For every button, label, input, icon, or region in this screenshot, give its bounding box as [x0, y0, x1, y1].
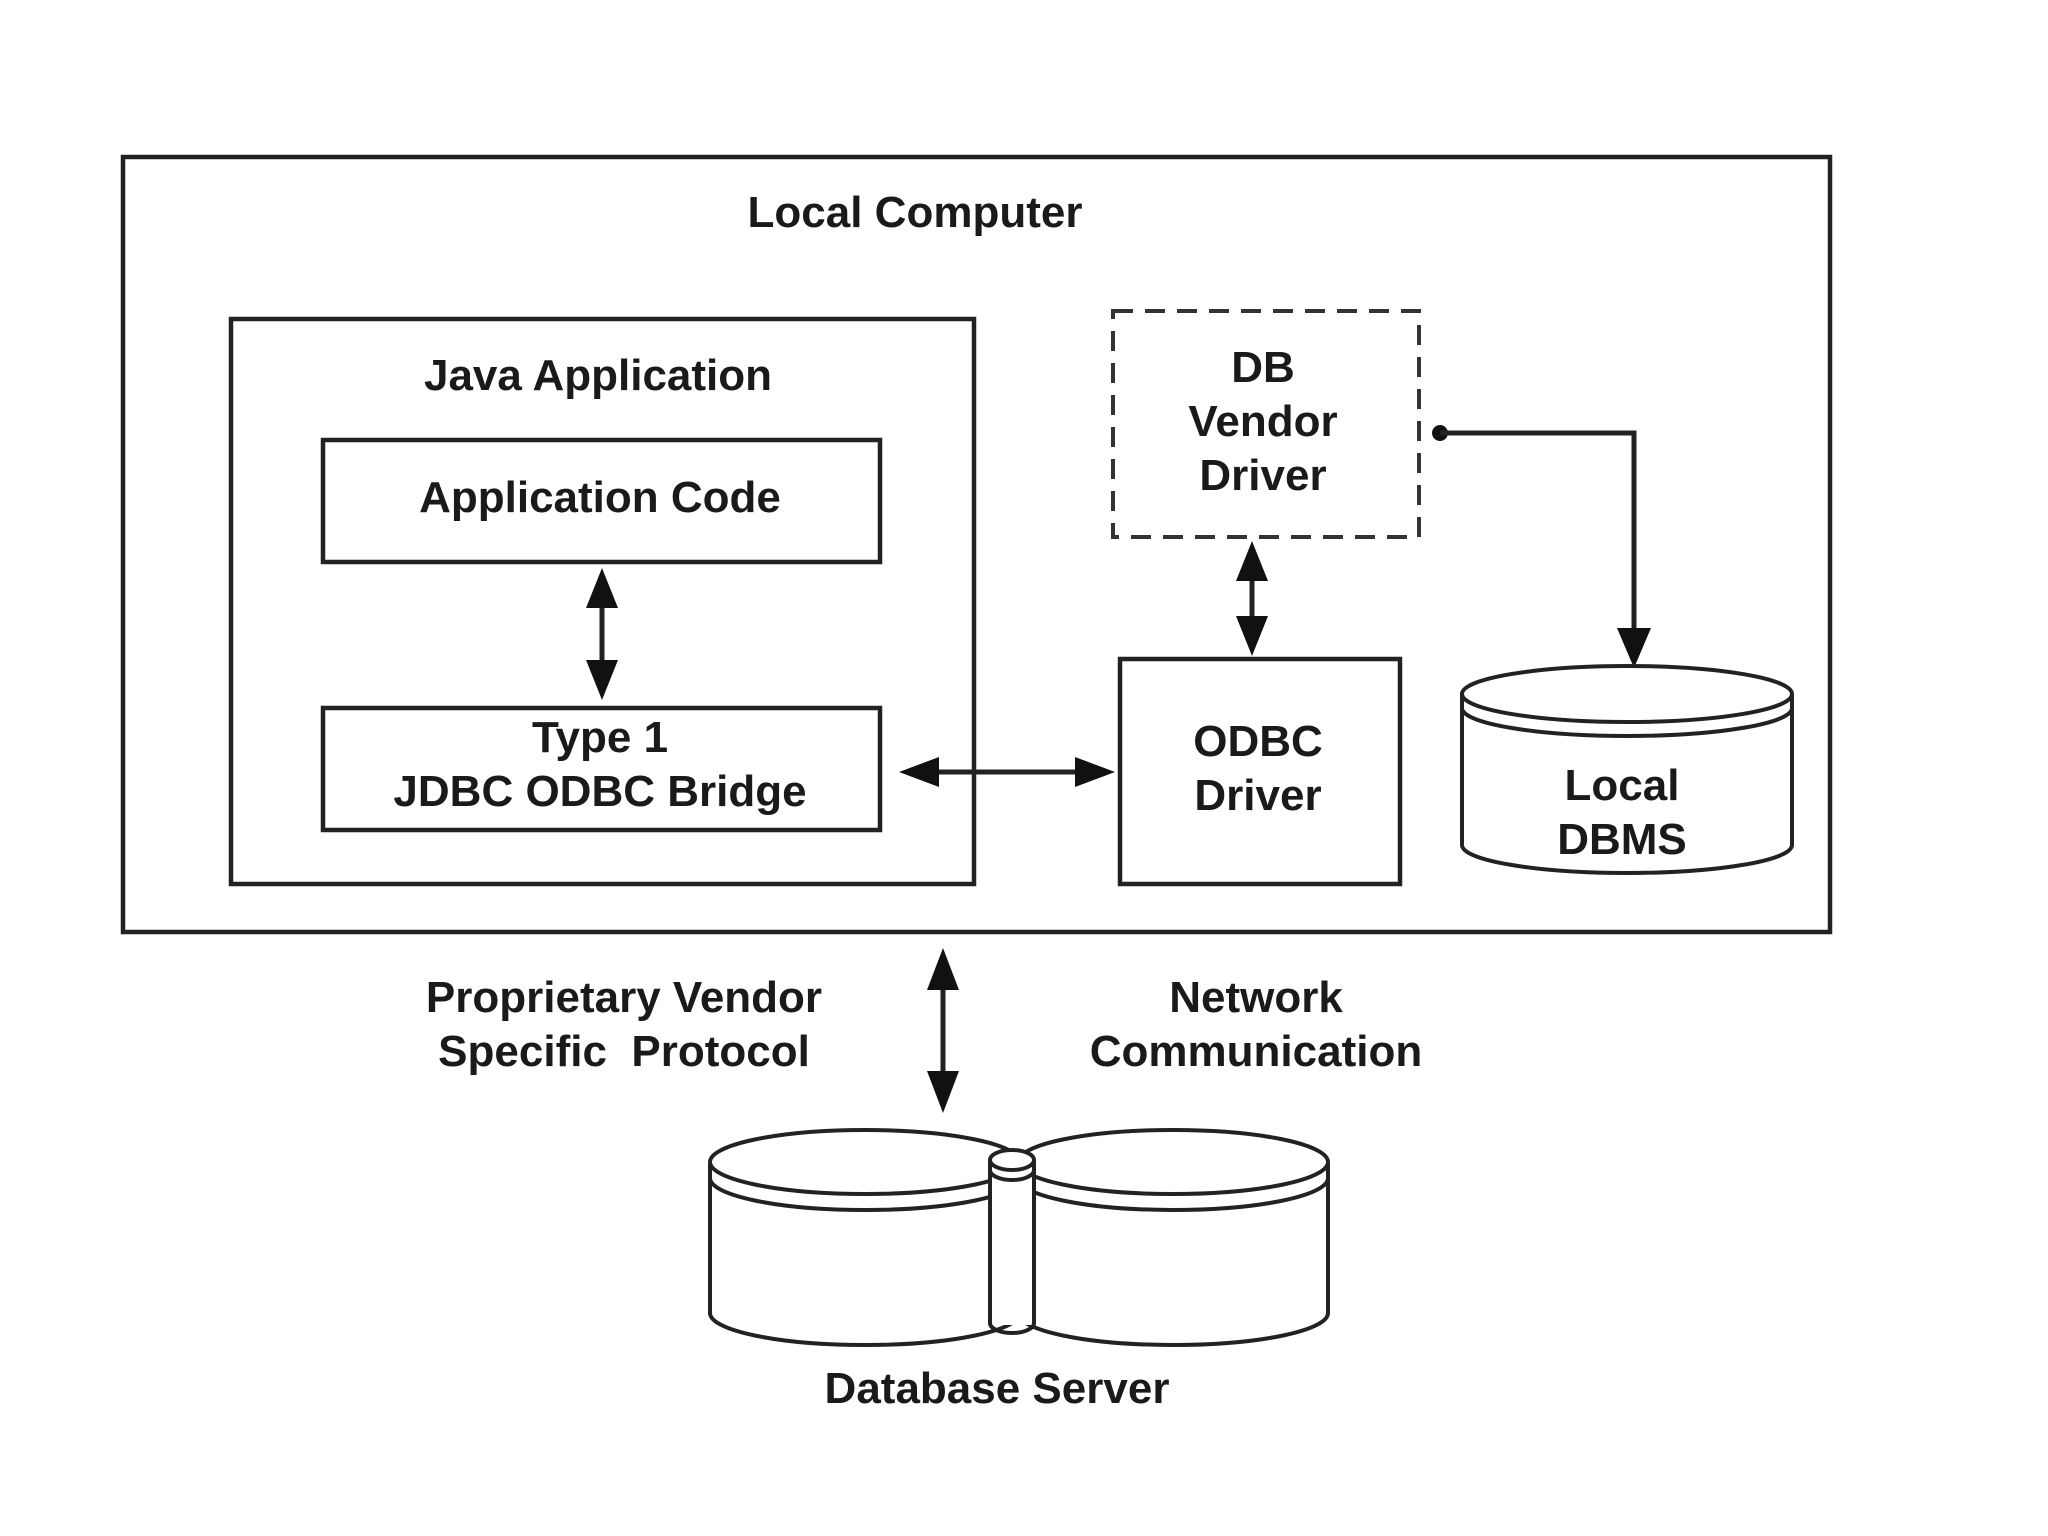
jdbc-odbc-bridge-box [320, 705, 883, 833]
local-dbms-line1: Local [1565, 761, 1680, 810]
protocol-label-line2: Specific Protocol [438, 1027, 810, 1076]
java-application-label: Java Application [424, 351, 772, 400]
vendor-driver-odbc-double-arrow [1236, 541, 1268, 656]
network-communication-line1: Network [1169, 973, 1343, 1022]
odbc-driver-line2: Driver [1194, 771, 1321, 820]
local-dbms-cylinder [1460, 664, 1794, 875]
network-double-arrow [927, 948, 959, 1113]
network-communication-line2: Communication [1090, 1027, 1422, 1076]
odbc-driver-line1: ODBC [1193, 717, 1323, 766]
db-vendor-driver-line2: Vendor [1188, 397, 1337, 446]
application-code-label: Application Code [419, 473, 781, 522]
bridge-label-line2: JDBC ODBC Bridge [393, 767, 806, 816]
database-server-icon [708, 1128, 1330, 1347]
bridge-label-line1: Type 1 [532, 713, 668, 762]
bridge-odbc-double-arrow [899, 757, 1115, 787]
protocol-label-line1: Proprietary Vendor [426, 973, 822, 1022]
db-vendor-driver-line3: Driver [1199, 451, 1326, 500]
app-code-bridge-double-arrow [586, 568, 618, 700]
local-computer-label: Local Computer [748, 188, 1083, 237]
database-server-label: Database Server [825, 1364, 1170, 1413]
application-code-box [320, 437, 883, 565]
db-vendor-driver-box [1111, 309, 1421, 539]
vendor-driver-local-dbms-connector [1432, 425, 1651, 668]
local-dbms-line2: DBMS [1557, 815, 1687, 864]
odbc-driver-box [1117, 656, 1403, 887]
db-vendor-driver-line1: DB [1231, 343, 1295, 392]
